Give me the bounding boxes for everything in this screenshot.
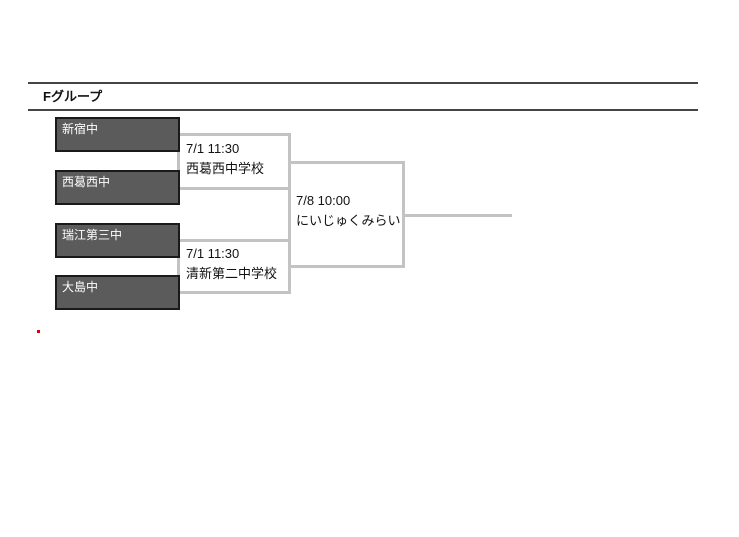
team-box-4: 大島中: [55, 275, 180, 310]
final-bracket-lines: [288, 161, 405, 268]
final-datetime: 7/8 10:00: [296, 193, 351, 208]
semifinal2-info: 7/1 11:30 清新第二中学校: [186, 244, 277, 284]
team-box-2: 西葛西中: [55, 170, 180, 205]
semifinal2-datetime: 7/1 11:30: [186, 246, 240, 261]
semifinal1-venue: 西葛西中学校: [186, 161, 265, 176]
red-dot-mark: [37, 330, 40, 333]
team-name-4: 大島中: [62, 280, 99, 294]
semifinal1-datetime: 7/1 11:30: [186, 141, 240, 156]
team-box-1: 新宿中: [55, 117, 180, 152]
group-title: Fグループ: [43, 89, 103, 104]
semifinal1-info: 7/1 11:30 西葛西中学校: [186, 139, 264, 179]
team-box-3: 瑞江第三中: [55, 223, 180, 258]
header-rule-top: [28, 82, 698, 84]
team-name-2: 西葛西中: [62, 175, 111, 189]
semifinal2-venue: 清新第二中学校: [186, 266, 278, 281]
header-rule-bottom: [28, 109, 698, 111]
winner-connector-line: [404, 214, 512, 217]
team-name-1: 新宿中: [62, 122, 99, 136]
final-info: 7/8 10:00 にいじゅくみらい: [296, 191, 401, 231]
final-venue: にいじゅくみらい: [296, 213, 401, 228]
team-name-3: 瑞江第三中: [62, 228, 123, 242]
